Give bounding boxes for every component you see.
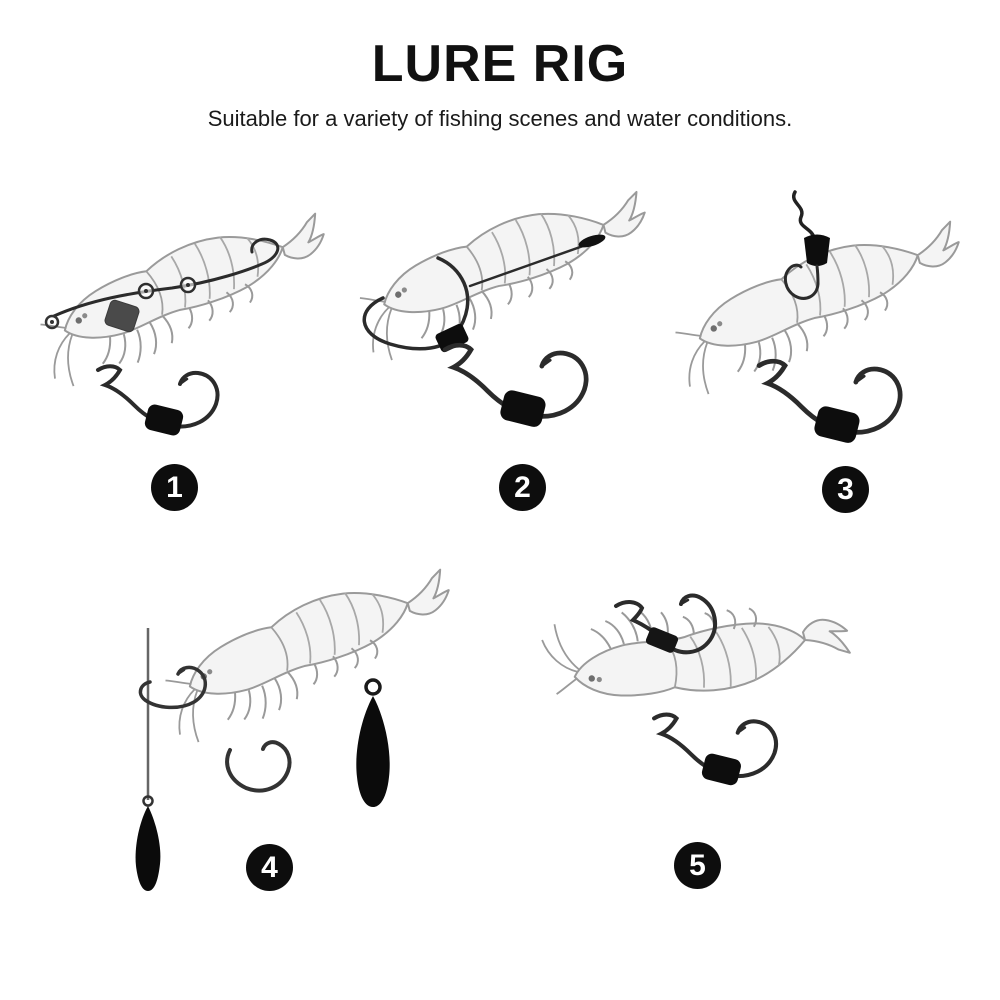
weighted-offset-hook (654, 715, 776, 787)
header: LURE RIG Suitable for a variety of fishi… (0, 34, 1000, 132)
back-weight (645, 627, 679, 653)
weighted-offset-hook (759, 361, 900, 444)
drop-shot-teardrop-sinker (356, 678, 390, 807)
weighted-offset-hook (96, 364, 220, 439)
step-2-number: 2 (514, 470, 531, 504)
hook-bend-in-back (783, 263, 820, 300)
shrimp-lure (29, 208, 346, 392)
step-5-figure (537, 550, 855, 787)
head-weight (104, 299, 140, 333)
plain-hook (225, 740, 292, 793)
nose-eyelet (44, 314, 60, 330)
line-end-teardrop-sinker (135, 795, 161, 891)
step-3-number: 3 (837, 472, 854, 506)
step-1-figure (29, 208, 346, 439)
drop-shot-hook-through-head (138, 665, 207, 710)
shrimp-lure (154, 564, 471, 748)
fishing-line (792, 190, 816, 240)
step-4-figure (135, 564, 471, 891)
shrimp-lure (349, 187, 666, 365)
step-2-figure (349, 187, 666, 429)
step-1-badge: 1 (151, 464, 198, 511)
step-3-badge: 3 (822, 466, 869, 513)
step-3-figure (664, 190, 981, 445)
page-title: LURE RIG (371, 35, 629, 93)
step-5-number: 5 (689, 848, 706, 882)
step-2-badge: 2 (499, 464, 546, 511)
hook-barb (176, 668, 186, 676)
step-1-number: 1 (166, 470, 183, 504)
weighted-offset-hook (445, 345, 586, 428)
step-5-badge: 5 (674, 842, 721, 889)
step-4-number: 4 (261, 850, 278, 884)
back-eyelets (137, 276, 197, 300)
hook-point-at-tail (578, 234, 606, 248)
inverted-shrimp-lure (537, 550, 855, 733)
step-4-badge: 4 (246, 844, 293, 891)
top-bullet-weight (804, 234, 830, 266)
page-subtitle: Suitable for a variety of fishing scenes… (207, 106, 793, 131)
hook-barb (679, 598, 690, 606)
internal-hook-wire (52, 237, 280, 318)
